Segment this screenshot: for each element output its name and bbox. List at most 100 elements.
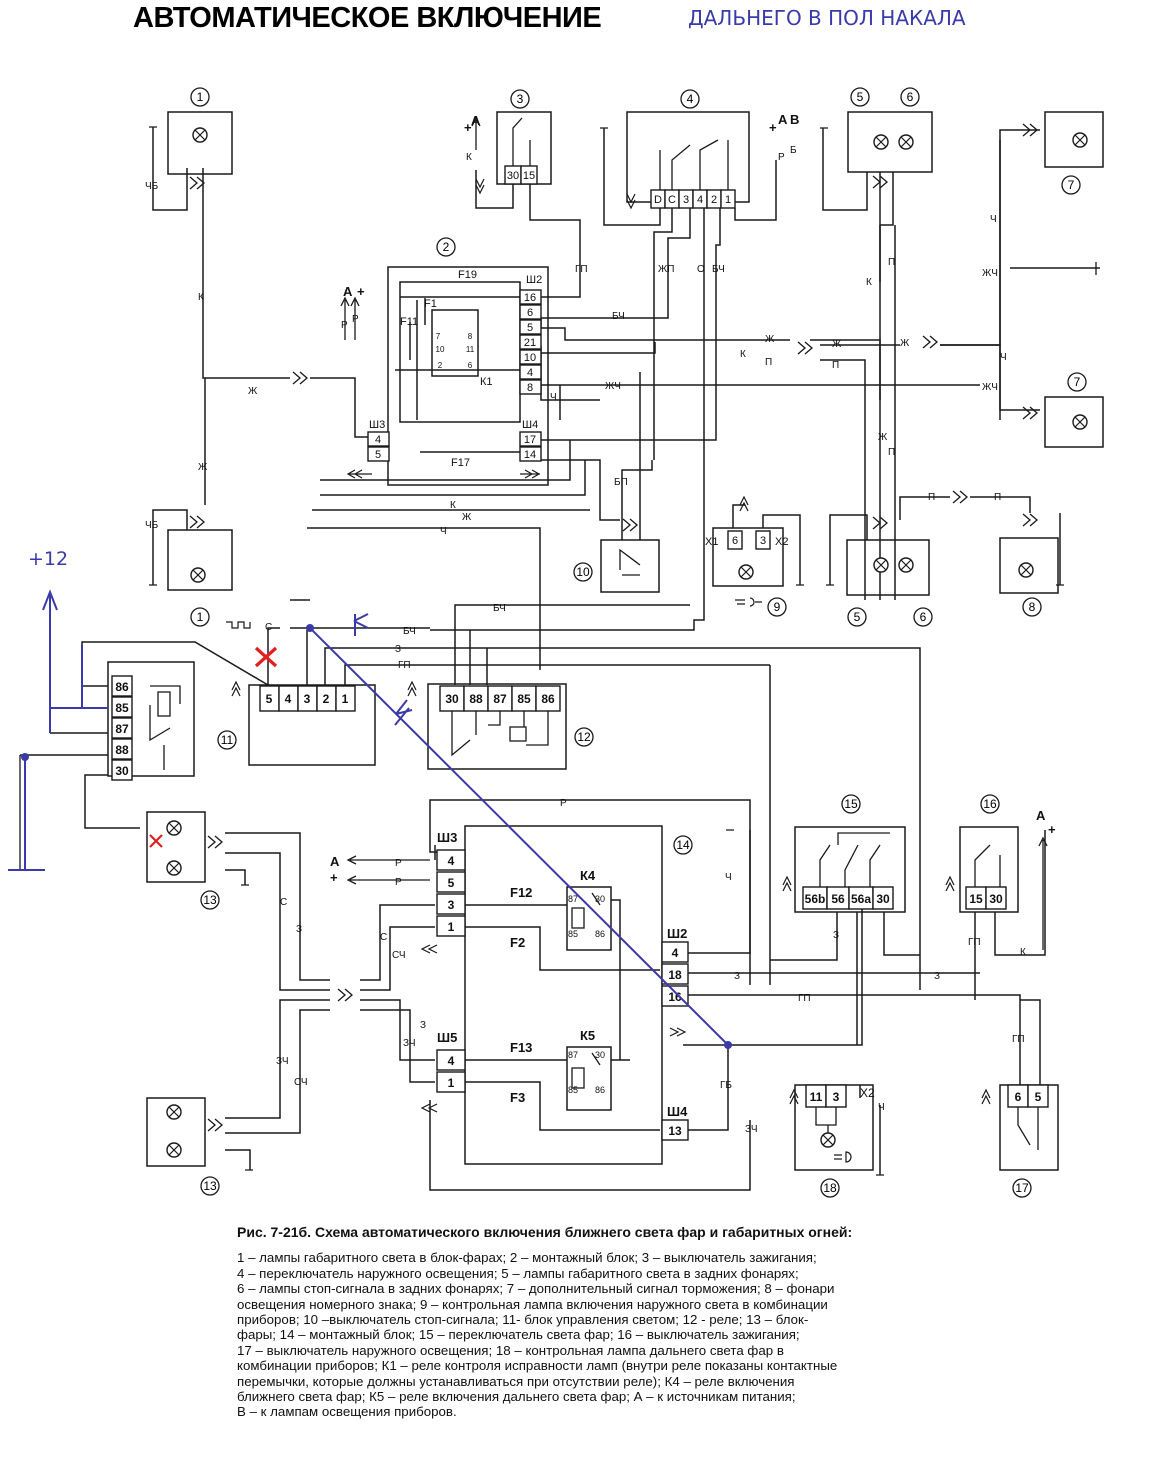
component-marker-12: 12 <box>574 727 594 747</box>
component-number: 13 <box>203 1179 217 1193</box>
pin-label: 85 <box>568 1085 578 1095</box>
lamp-icon-5-bottom <box>873 557 889 573</box>
pin-label: D <box>654 194 662 206</box>
wire-label: П <box>928 492 935 503</box>
block-label: F12 <box>510 885 532 900</box>
pin-label: 2 <box>438 361 443 370</box>
pin-label: 86 <box>115 680 129 694</box>
lamp-icon-9 <box>738 564 754 580</box>
pin-label: 4 <box>375 434 381 446</box>
pin-label: 5 <box>266 692 273 706</box>
wire-label: БЧ <box>493 603 506 614</box>
block-label: Х2 <box>775 536 788 548</box>
pin-label: 4 <box>672 946 679 960</box>
power-label-a: А <box>330 854 340 869</box>
lamp-legend-symbols <box>735 597 852 1163</box>
component-marker-14: 14 <box>673 835 693 855</box>
pin-label: 4 <box>448 1054 455 1068</box>
block-label: Х2 <box>860 1086 875 1100</box>
pin-label: 10 <box>524 352 536 364</box>
wire-label: ЖЧ <box>982 382 998 393</box>
wire-label: С <box>265 622 272 633</box>
pin-label: 87 <box>568 1050 578 1060</box>
pin-label: 4 <box>527 367 533 379</box>
pin-label: 87 <box>568 894 578 904</box>
wire-label: ГП <box>968 937 981 948</box>
pin-label: 4 <box>448 854 455 868</box>
block-label: Ш3 <box>437 830 457 845</box>
wire-label: БЧ <box>612 311 625 322</box>
caption-line: 1 – лампы габаритного света в блок-фарах… <box>237 1250 817 1266</box>
power-label-a: А <box>778 112 788 127</box>
component-number: 10 <box>576 565 590 579</box>
pin-label: 87 <box>493 692 507 706</box>
block-label: Ш2 <box>667 926 687 941</box>
wire-label: З <box>296 924 302 935</box>
wire-label: Ж <box>198 462 208 473</box>
wire-label: ЧБ <box>145 520 159 531</box>
component-number: 6 <box>920 610 927 624</box>
pin-label: 3 <box>683 194 689 206</box>
pin-label: 1 <box>725 194 731 206</box>
caption-line: освещения номерного знака; 9 – контрольн… <box>237 1296 828 1312</box>
wire-label: С <box>380 932 387 943</box>
wire-label: Р <box>560 798 567 809</box>
lamp-icon-7-top <box>1072 132 1088 148</box>
block-label: F19 <box>458 269 477 281</box>
pin-label: 15 <box>969 892 983 906</box>
block-label: F1 <box>424 298 437 310</box>
block-label: F13 <box>510 1040 532 1055</box>
component-number: 5 <box>857 90 864 104</box>
power-label-plus: + <box>769 120 777 135</box>
wires <box>20 111 1104 1191</box>
pin-label: 1 <box>342 692 349 706</box>
block-label: К4 <box>580 868 596 883</box>
component-marker-13-bottom: 13 <box>200 1176 220 1196</box>
wire-label: БП <box>614 477 628 488</box>
pin-label: 8 <box>468 332 473 341</box>
pin-label: 11 <box>466 345 475 354</box>
pin-label: 30 <box>507 170 519 182</box>
wire-label: Ч <box>878 1102 885 1113</box>
pin-label: 56 <box>831 892 845 906</box>
power-label-plus: + <box>357 284 365 299</box>
ground-symbols <box>8 126 1097 1176</box>
pin-label: 15 <box>523 170 535 182</box>
component-marker-2: 2 <box>436 237 456 257</box>
wire-label: Б <box>790 145 797 156</box>
lamp-icon-8 <box>1018 562 1034 578</box>
lamp-icon-6-bottom <box>898 557 914 573</box>
wire-label: Ж <box>900 338 910 349</box>
wire-label: ЗЧ <box>403 1038 416 1049</box>
component-marker-13-top: 13 <box>200 890 220 910</box>
pin-label: 14 <box>524 449 536 461</box>
component-number: 16 <box>983 797 997 811</box>
block-label: Ш5 <box>437 1030 457 1045</box>
pin-label: 5 <box>375 449 381 461</box>
block-label: F11 <box>400 316 418 328</box>
pin-label: 30 <box>445 692 459 706</box>
wire-label: ЗЧ <box>276 1056 289 1067</box>
pin-label: 6 <box>1015 1090 1022 1104</box>
component-number: 6 <box>907 90 914 104</box>
wire-label: З <box>934 971 940 982</box>
wire-label: Ж <box>462 512 472 523</box>
page-title: АВТОМАТИЧЕСКОЕ ВКЛЮЧЕНИЕ <box>133 2 602 34</box>
caption-line: ближнего света фар; К5 – реле включения … <box>237 1389 796 1405</box>
wire-label: П <box>765 357 772 368</box>
lamp-icon-13-bottom-b <box>166 1142 182 1158</box>
lamp-icon-13-bottom-a <box>166 1104 182 1120</box>
pin-label: 6 <box>468 361 473 370</box>
pin-label: 88 <box>469 692 483 706</box>
lamp-icon-1-top <box>192 127 208 143</box>
power-label-a: А <box>471 113 481 128</box>
wire-label: К <box>866 277 872 288</box>
pin-label: 8 <box>527 382 533 394</box>
block-label: Ш3 <box>369 419 385 431</box>
pin-label: 4 <box>285 692 292 706</box>
lamp-icon-13-top-b <box>166 860 182 876</box>
component-marker-1-top: 1 <box>190 87 210 107</box>
power-label-plus: + <box>1048 822 1056 837</box>
wire-label: П <box>832 360 839 371</box>
component-marker-15: 15 <box>841 794 861 814</box>
